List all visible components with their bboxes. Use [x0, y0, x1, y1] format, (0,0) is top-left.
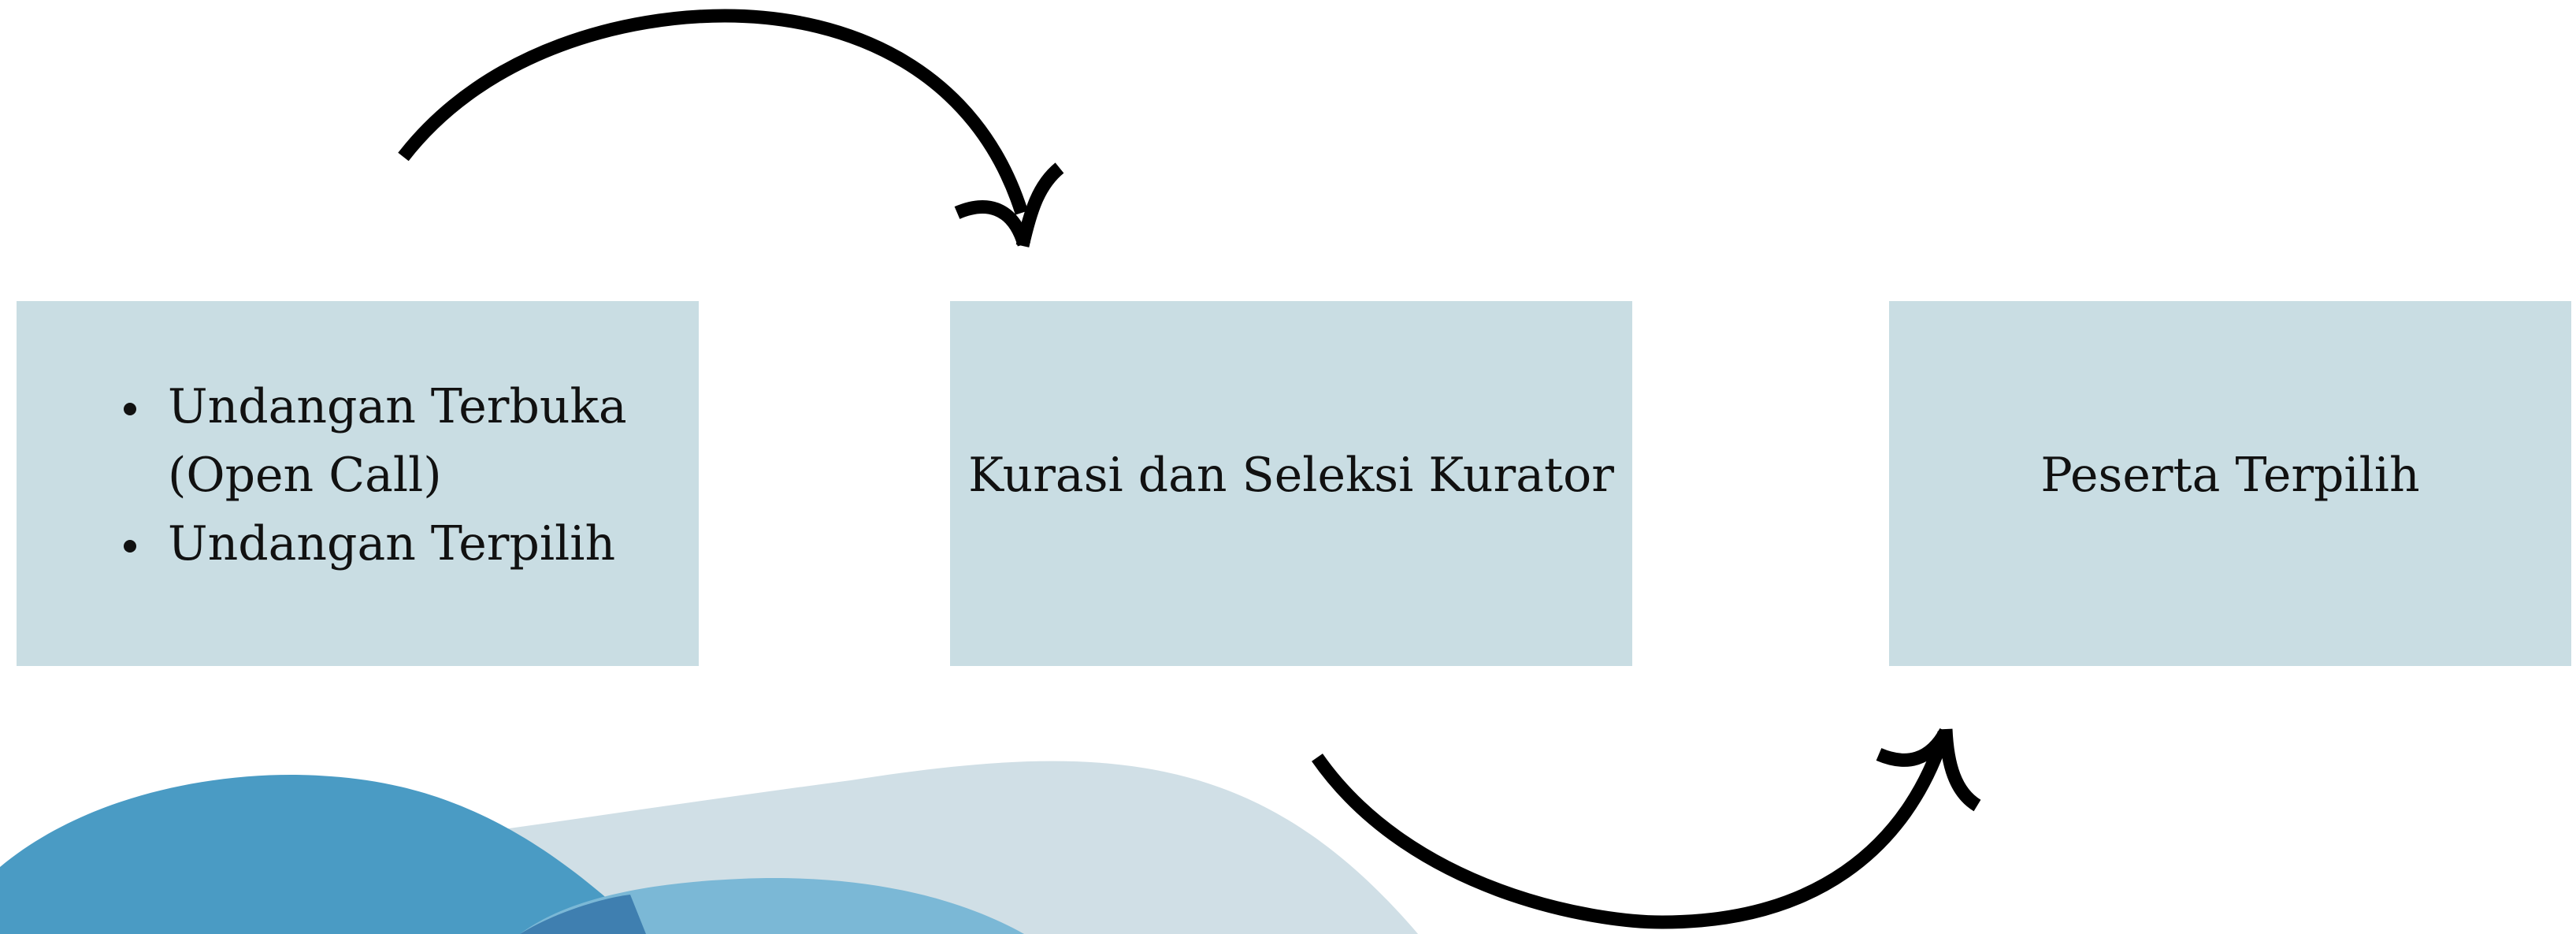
- invitation-item-open-call: Undangan Terbuka(Open Call): [103, 373, 627, 510]
- step-box-selected-participants: Peserta Terpilih: [1889, 301, 2571, 666]
- wave-overlap: [520, 895, 646, 934]
- wave-mid: [520, 878, 1024, 934]
- curation-label: Kurasi dan Seleksi Kurator: [968, 448, 1614, 503]
- invitation-list: Undangan Terbuka(Open Call) Undangan Ter…: [103, 373, 627, 579]
- invitation-item-selected: Undangan Terpilih: [103, 510, 627, 579]
- selected-participants-label: Peserta Terpilih: [2040, 448, 2420, 503]
- wave-dark: [0, 774, 646, 934]
- arrow-bottom-curve: [1312, 727, 1981, 929]
- step-box-curation: Kurasi dan Seleksi Kurator: [950, 301, 1632, 666]
- step-box-invitation: Undangan Terbuka(Open Call) Undangan Ter…: [17, 301, 699, 666]
- arrow-top-curve: [398, 9, 1064, 247]
